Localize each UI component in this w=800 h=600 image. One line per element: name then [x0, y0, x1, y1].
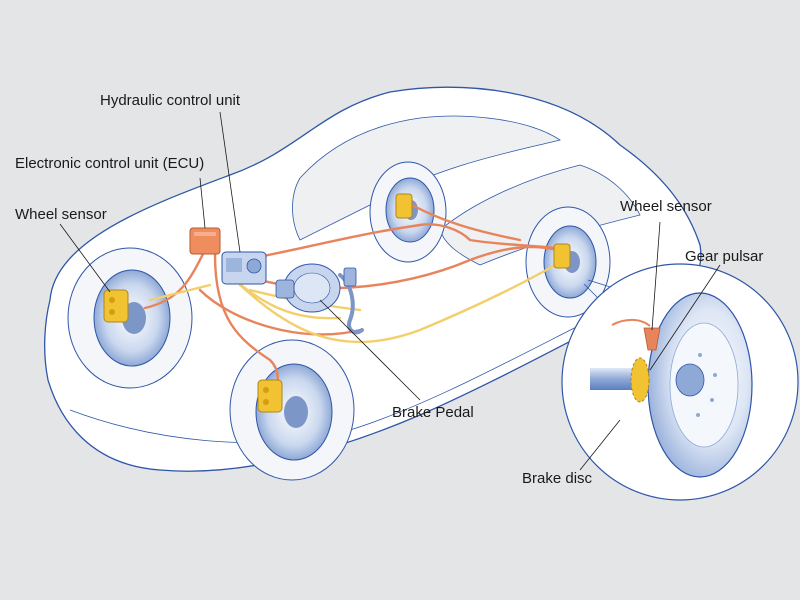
brake-pedal-assembly: [338, 267, 364, 335]
caliper-rear-right: [553, 243, 571, 269]
label-hydraulic-control-unit: Hydraulic control unit: [100, 92, 241, 109]
car-rear-window: [439, 164, 641, 266]
label-wheel-sensor-right: Wheel sensor: [620, 198, 712, 215]
car-windshield: [292, 115, 561, 241]
label-ecu: Electronic control unit (ECU): [15, 155, 205, 172]
leader-lines: [59, 111, 721, 471]
label-gear-pulsar: Gear pulsar: [685, 248, 764, 265]
caliper-front-left: [103, 289, 129, 323]
brake-booster: [275, 263, 341, 313]
hydraulic-control-unit: [221, 251, 267, 285]
zoom-detail: [561, 263, 799, 501]
gear-pulsar-detail: [630, 357, 650, 403]
caliper-front-right: [395, 193, 413, 219]
ecu-box: [189, 227, 221, 255]
label-brake-pedal: Brake Pedal: [392, 404, 474, 421]
caliper-rear-left: [257, 379, 283, 413]
wheel-sensor-detail: [643, 327, 661, 351]
label-wheel-sensor-left: Wheel sensor: [15, 206, 107, 223]
label-brake-disc: Brake disc: [522, 470, 593, 487]
